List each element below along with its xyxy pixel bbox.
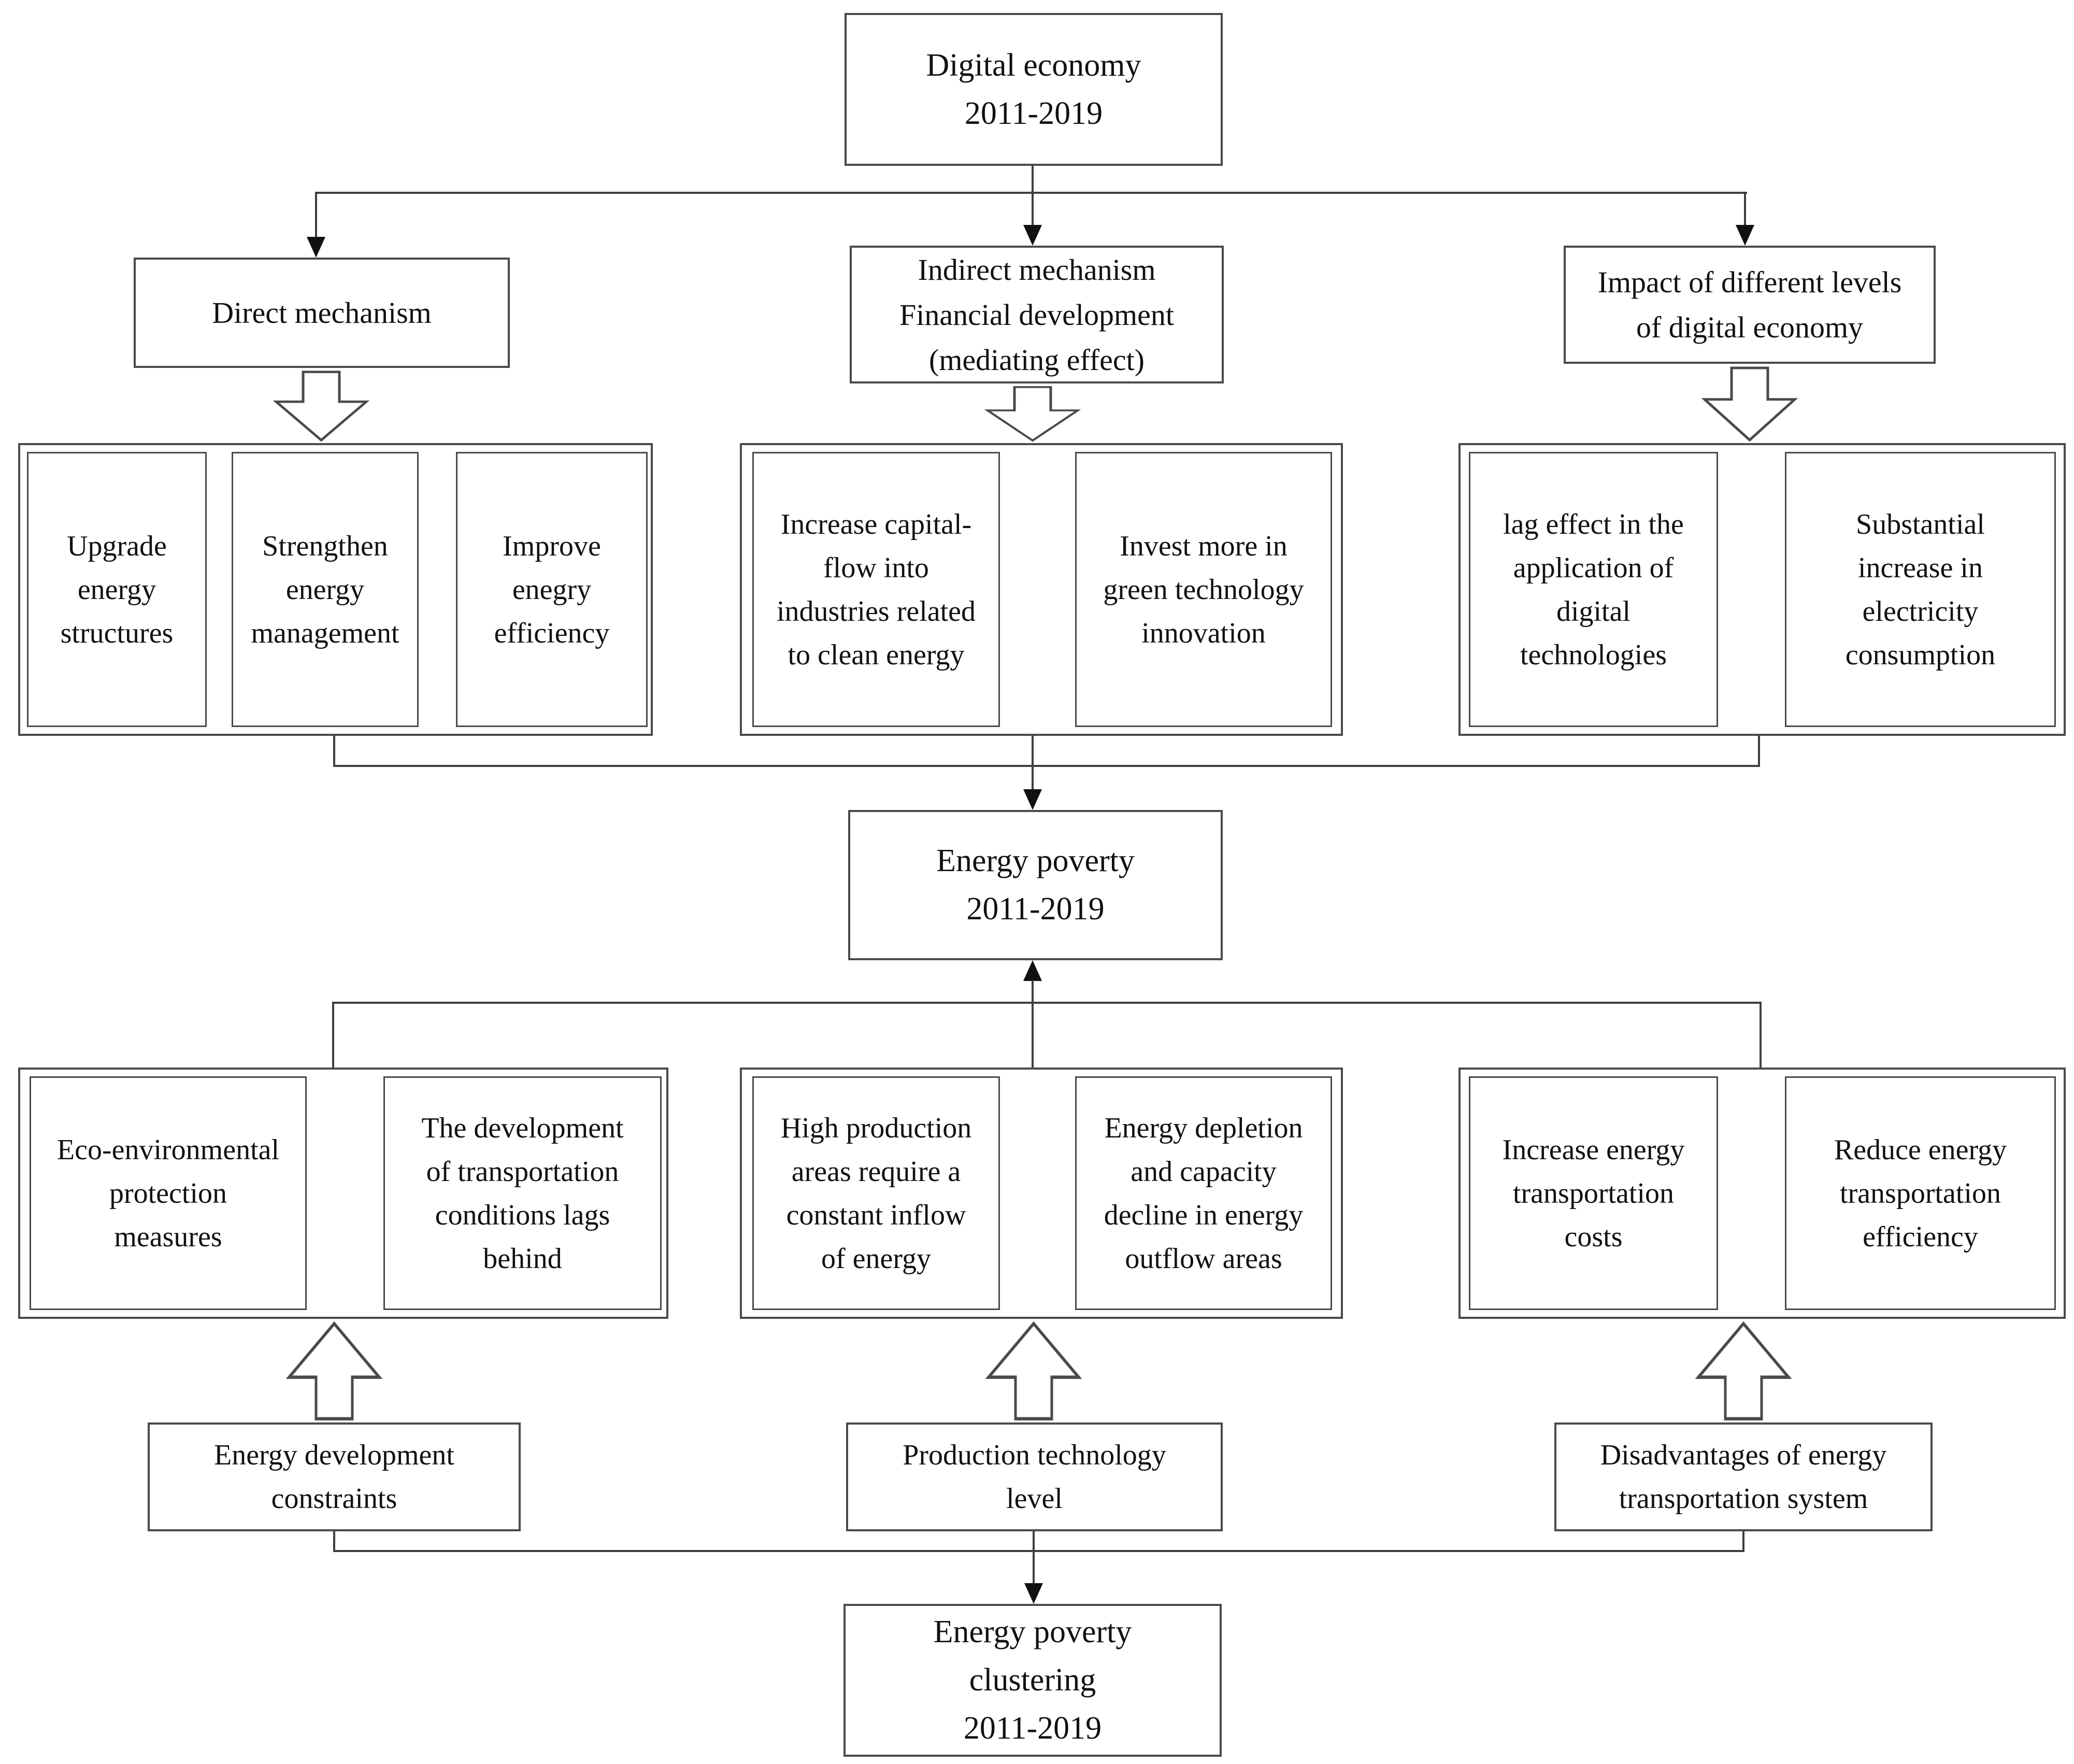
effect-upgrade-energy-structures: Upgrade energy structures bbox=[27, 452, 207, 727]
node-production-technology-level: Production technology level bbox=[846, 1422, 1223, 1531]
block-arrow-down-icon bbox=[984, 386, 1081, 442]
connector-line bbox=[1033, 1531, 1035, 1552]
connector-line bbox=[333, 1531, 335, 1552]
node-direct-mechanism: Direct mechanism bbox=[134, 258, 510, 368]
effect-eco-environmental-measures: Eco-environmental protection measures bbox=[30, 1076, 307, 1310]
connector-line bbox=[1742, 1531, 1744, 1552]
node-indirect-mechanism: Indirect mechanism Financial development… bbox=[850, 246, 1224, 383]
node-digital-economy: Digital economy 2011-2019 bbox=[845, 13, 1223, 166]
block-arrow-up-icon bbox=[1695, 1321, 1792, 1421]
connector-line bbox=[332, 1002, 334, 1068]
arrowhead-down-icon bbox=[307, 237, 325, 258]
effect-energy-depletion-outflow: Energy depletion and capacity decline in… bbox=[1075, 1076, 1332, 1310]
group-impact-effects: lag effect in the application of digital… bbox=[1458, 443, 2066, 736]
node-energy-development-constraints: Energy development constraints bbox=[148, 1422, 521, 1531]
arrowhead-down-icon bbox=[1023, 789, 1042, 810]
connector-line bbox=[333, 1550, 1744, 1552]
effect-invest-green-technology: Invest more in green technology innovati… bbox=[1075, 452, 1332, 727]
connector-line bbox=[1032, 1002, 1034, 1068]
effect-reduce-transport-efficiency: Reduce energy transportation efficiency bbox=[1785, 1076, 2056, 1310]
connector-line bbox=[333, 736, 335, 767]
effect-transportation-lags-behind: The development of transportation condit… bbox=[383, 1076, 662, 1310]
block-arrow-up-icon bbox=[985, 1321, 1082, 1421]
node-disadvantages-energy-transportation: Disadvantages of energy transportation s… bbox=[1554, 1422, 1933, 1531]
block-arrow-down-icon bbox=[1701, 366, 1798, 442]
node-energy-poverty-clustering: Energy poverty clustering 2011-2019 bbox=[843, 1604, 1222, 1757]
connector-line bbox=[1032, 192, 1034, 225]
connector-line bbox=[1744, 192, 1746, 225]
arrowhead-down-icon bbox=[1024, 1583, 1043, 1604]
effect-increase-transport-costs: Increase energy transportation costs bbox=[1469, 1076, 1718, 1310]
connector-line bbox=[332, 1002, 1762, 1004]
effect-high-production-inflow: High production areas require a constant… bbox=[752, 1076, 1000, 1310]
block-arrow-up-icon bbox=[285, 1321, 383, 1421]
effect-improve-energy-efficiency: Improve enegry efficiency bbox=[456, 452, 648, 727]
arrowhead-down-icon bbox=[1023, 225, 1042, 246]
group-energy-development-effects: Eco-environmental protection measures Th… bbox=[18, 1068, 668, 1319]
node-impact-levels: Impact of different levels of digital ec… bbox=[1564, 246, 1936, 364]
effect-increase-capital-flow: Increase capital- flow into industries r… bbox=[752, 452, 1000, 727]
connector-line bbox=[315, 192, 317, 238]
connector-line bbox=[1032, 736, 1034, 790]
effect-lag-digital-technologies: lag effect in the application of digital… bbox=[1469, 452, 1718, 727]
connector-line bbox=[1032, 980, 1034, 1004]
arrowhead-up-icon bbox=[1023, 960, 1042, 981]
connector-line bbox=[1033, 1550, 1035, 1584]
group-production-technology-effects: High production areas require a constant… bbox=[740, 1068, 1343, 1319]
connector-line bbox=[1758, 736, 1760, 767]
group-direct-effects: Upgrade energy structures Strengthen ene… bbox=[18, 443, 653, 736]
node-energy-poverty: Energy poverty 2011-2019 bbox=[848, 810, 1223, 960]
connector-line bbox=[1032, 165, 1034, 194]
arrowhead-down-icon bbox=[1736, 225, 1754, 246]
effect-strengthen-energy-management: Strengthen energy management bbox=[232, 452, 419, 727]
block-arrow-down-icon bbox=[273, 371, 370, 442]
connector-line bbox=[1760, 1002, 1762, 1068]
effect-electricity-consumption: Substantial increase in electricity cons… bbox=[1785, 452, 2056, 727]
connector-line bbox=[333, 765, 1760, 767]
group-indirect-effects: Increase capital- flow into industries r… bbox=[740, 443, 1343, 736]
group-transportation-effects: Increase energy transportation costs Red… bbox=[1458, 1068, 2066, 1319]
